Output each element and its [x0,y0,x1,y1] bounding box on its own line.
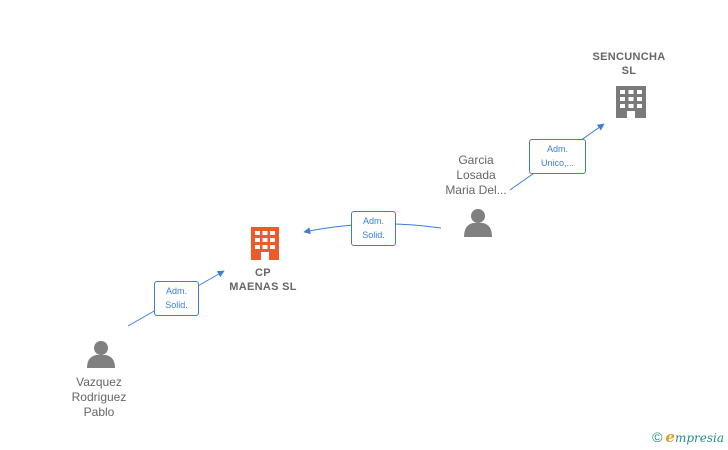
relation-text: Solid. [362,230,385,240]
building-icon-focus[interactable] [251,227,279,260]
company-name-line: SL [621,65,637,77]
copyright-icon: © [652,429,663,445]
person-name-line: Maria Del... [445,183,507,197]
company-label-sencuncha[interactable]: SENCUNCHA SL [588,50,670,78]
relation-text: Unico,... [540,158,574,168]
person-icon[interactable] [464,209,492,237]
brand-logo[interactable]: empresia [665,428,724,446]
brand-name: mpresia [674,431,724,445]
company-name-line: MAENAS SL [229,281,297,293]
brand-footer: © empresia [652,428,724,446]
relation-badge-adm-unico[interactable]: Adm. Unico,... [529,139,586,174]
person-label-vazquez[interactable]: Vazquez Rodriguez Pablo [59,375,139,420]
brand-initial: e [665,428,675,446]
company-label-cp-maenas[interactable]: CP MAENAS SL [213,266,313,294]
person-icon[interactable] [87,341,115,368]
relation-text: Adm. [362,216,384,226]
relation-text: Adm. [546,144,568,154]
person-name-line: Rodriguez [71,390,127,404]
relation-text: Solid. [165,300,188,310]
person-name-line: Garcia [458,153,494,167]
person-name-line: Vazquez [76,375,122,389]
company-name-line: CP [255,267,271,279]
relation-text: Adm. [165,286,187,296]
person-name-line: Losada [456,168,496,182]
person-label-garcia[interactable]: Garcia Losada Maria Del... [436,153,516,198]
company-name-line: SENCUNCHA [592,51,666,63]
person-name-line: Pablo [83,405,115,419]
building-icon[interactable] [616,86,646,118]
relation-badge-adm-solid-garcia[interactable]: Adm. Solid. [351,211,396,246]
relation-badge-adm-solid-vazquez[interactable]: Adm. Solid. [154,281,199,316]
